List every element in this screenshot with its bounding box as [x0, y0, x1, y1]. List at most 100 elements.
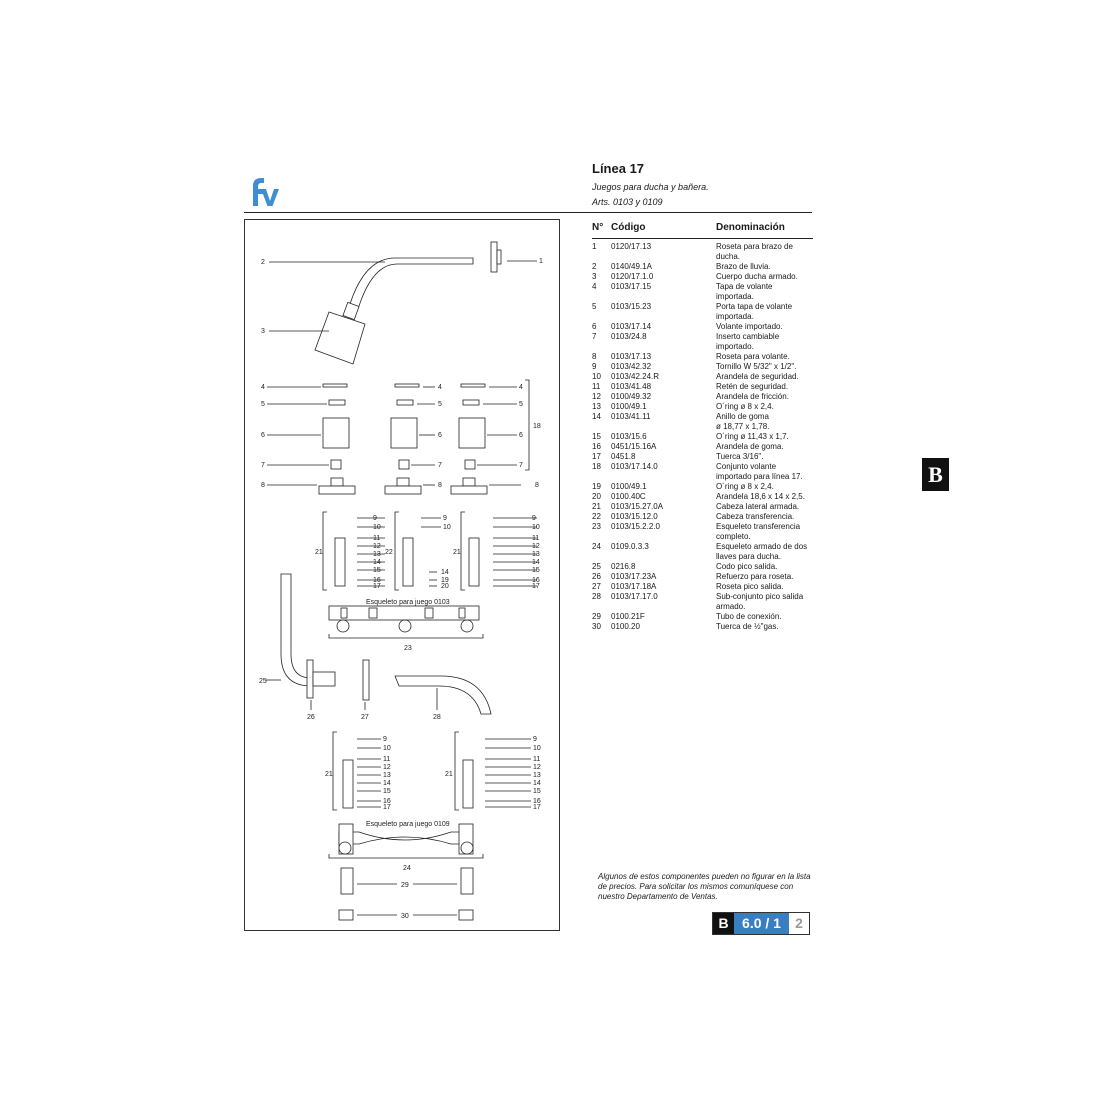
svg-text:9: 9 — [373, 515, 377, 522]
row-number: 14 — [592, 412, 601, 421]
row-number: 6 — [592, 322, 597, 331]
svg-text:4: 4 — [261, 384, 265, 391]
row-number: 8 — [592, 352, 597, 361]
svg-text:9: 9 — [532, 515, 536, 522]
svg-text:30: 30 — [401, 913, 409, 920]
articles-line: Arts. 0103 y 0109 — [592, 197, 663, 207]
row-denomination: Volante importado. — [716, 322, 783, 331]
svg-text:3: 3 — [261, 328, 265, 335]
cartridges-0109 — [332, 731, 531, 811]
row-number: 11 — [592, 382, 601, 391]
row-code: 0120/17.13 — [611, 242, 652, 251]
row-code: 0216.8 — [611, 562, 636, 571]
col-number: N° — [592, 222, 604, 233]
row-denomination: Codo pico salida. — [716, 562, 778, 571]
svg-text:16: 16 — [532, 577, 540, 584]
row-code: 0100/49.32 — [611, 392, 652, 401]
svg-text:13: 13 — [533, 772, 541, 779]
row-number: 13 — [592, 402, 601, 411]
svg-text:21: 21 — [315, 549, 323, 556]
svg-text:12: 12 — [383, 764, 391, 771]
svg-text:7: 7 — [438, 462, 442, 469]
row-code: 0103/41.48 — [611, 382, 652, 391]
row-number: 24 — [592, 542, 601, 551]
row-denomination: Arandela de seguridad. — [716, 372, 799, 381]
svg-text:14: 14 — [533, 780, 541, 787]
handles-row — [267, 379, 530, 495]
svg-text:8: 8 — [535, 482, 539, 489]
row-number: 26 — [592, 572, 601, 581]
row-denomination: ø 18,77 x 1,78. — [716, 422, 770, 431]
svg-text:10: 10 — [532, 524, 540, 531]
svg-text:15: 15 — [533, 788, 541, 795]
row-denomination: O´ring ø 11,43 x 1,7. — [716, 432, 789, 441]
row-number: 12 — [592, 392, 601, 401]
row-number: 4 — [592, 282, 597, 291]
row-number: 30 — [592, 622, 601, 631]
row-number: 20 — [592, 492, 601, 501]
svg-text:23: 23 — [404, 645, 412, 652]
svg-text:9: 9 — [383, 736, 387, 743]
row-denomination: importada. — [716, 312, 754, 321]
svg-text:13: 13 — [373, 551, 381, 558]
svg-text:16: 16 — [373, 577, 381, 584]
row-denomination: Tuerca de ½"gas. — [716, 622, 779, 631]
svg-text:11: 11 — [532, 535, 539, 542]
skeleton-0109-drawing — [328, 823, 484, 859]
svg-text:6: 6 — [519, 432, 523, 439]
col-name: Denominación — [716, 222, 785, 233]
row-code: 0103/15.6 — [611, 432, 647, 441]
row-denomination: completo. — [716, 532, 751, 541]
svg-text:21: 21 — [453, 549, 461, 556]
row-denomination: Tapa de volante — [716, 282, 773, 291]
svg-text:22: 22 — [385, 549, 393, 556]
svg-text:15: 15 — [532, 567, 540, 574]
row-denomination: Tuerca 3/16". — [716, 452, 764, 461]
svg-text:19: 19 — [441, 577, 449, 584]
row-number: 29 — [592, 612, 601, 621]
svg-text:18: 18 — [533, 423, 541, 430]
row-denomination: importado. — [716, 342, 754, 351]
svg-text:15: 15 — [383, 788, 391, 795]
fv-logo — [253, 178, 279, 206]
svg-text:14: 14 — [532, 559, 540, 566]
svg-text:14: 14 — [383, 780, 391, 787]
svg-text:10: 10 — [533, 745, 541, 752]
svg-text:1: 1 — [539, 258, 543, 265]
row-number: 18 — [592, 462, 601, 471]
row-code: 0103/17.13 — [611, 352, 652, 361]
row-code: 0103/24.8 — [611, 332, 647, 341]
row-code: 0103/17.17.0 — [611, 592, 658, 601]
page-title: Línea 17 — [592, 161, 645, 176]
row-code: 0140/49.1A — [611, 262, 652, 271]
row-denomination: O´ring ø 8 x 2,4. — [716, 482, 774, 491]
row-code: 0120/17.1.0 — [611, 272, 654, 281]
svg-text:16: 16 — [383, 798, 391, 805]
svg-text:13: 13 — [532, 551, 540, 558]
row-code: 0103/15.27.0A — [611, 502, 664, 511]
skeleton-0103-label: Esqueleto para juego 0103 — [366, 599, 450, 606]
svg-text:10: 10 — [383, 745, 391, 752]
row-denomination: armado. — [716, 602, 746, 611]
row-code: 0103/42.32 — [611, 362, 652, 371]
row-code: 0100.40C — [611, 492, 646, 501]
svg-text:4: 4 — [438, 384, 442, 391]
